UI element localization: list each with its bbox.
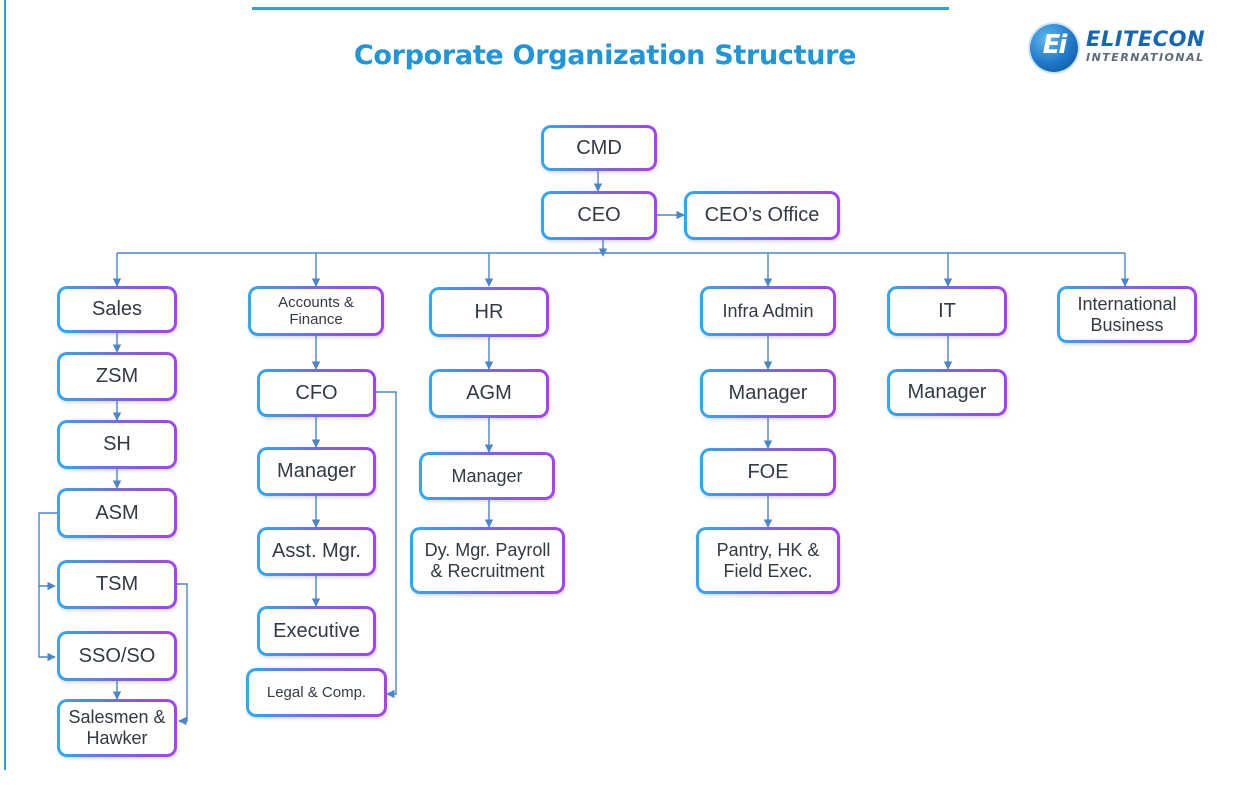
node-dy-mgr-payroll: Dy. Mgr. Payroll & Recruitment (410, 527, 565, 594)
node-sso-so: SSO/SO (57, 631, 177, 681)
node-sales: Sales (57, 286, 177, 333)
node-zsm: ZSM (57, 352, 177, 401)
elitecon-logo: Ei ELITECON INTERNATIONAL (1030, 24, 1230, 74)
node-accounts-finance: Accounts & Finance (248, 286, 384, 336)
node-it: IT (887, 286, 1007, 336)
node-pantry-hk: Pantry, HK & Field Exec. (696, 527, 840, 594)
top-accent-rule (252, 7, 949, 10)
node-asst-mgr: Asst. Mgr. (257, 527, 376, 576)
node-asm: ASM (57, 488, 177, 538)
node-foe: FOE (700, 448, 836, 496)
node-international-business: International Business (1057, 286, 1197, 343)
page-title: Corporate Organization Structure (353, 40, 857, 71)
left-accent-rule (4, 0, 6, 770)
node-tsm: TSM (57, 560, 177, 609)
logo-subtitle: INTERNATIONAL (1086, 51, 1205, 64)
node-infra-manager: Manager (700, 369, 836, 418)
node-salesmen-hawker: Salesmen & Hawker (57, 699, 177, 757)
node-hr-manager: Manager (419, 452, 555, 500)
logo-mark-icon: Ei (1030, 24, 1078, 72)
node-agm: AGM (429, 369, 549, 418)
node-ceo-office: CEO’s Office (684, 191, 840, 240)
node-hr: HR (429, 287, 549, 337)
node-sh: SH (57, 420, 177, 469)
node-legal-comp: Legal & Comp. (246, 668, 387, 717)
node-executive: Executive (257, 606, 376, 656)
node-cmd: CMD (541, 125, 657, 171)
node-it-manager: Manager (887, 369, 1007, 416)
logo-name: ELITECON (1086, 27, 1206, 51)
node-ceo: CEO (541, 191, 657, 240)
node-infra-admin: Infra Admin (700, 286, 836, 336)
node-cfo: CFO (257, 369, 376, 417)
node-finance-manager: Manager (257, 447, 376, 496)
